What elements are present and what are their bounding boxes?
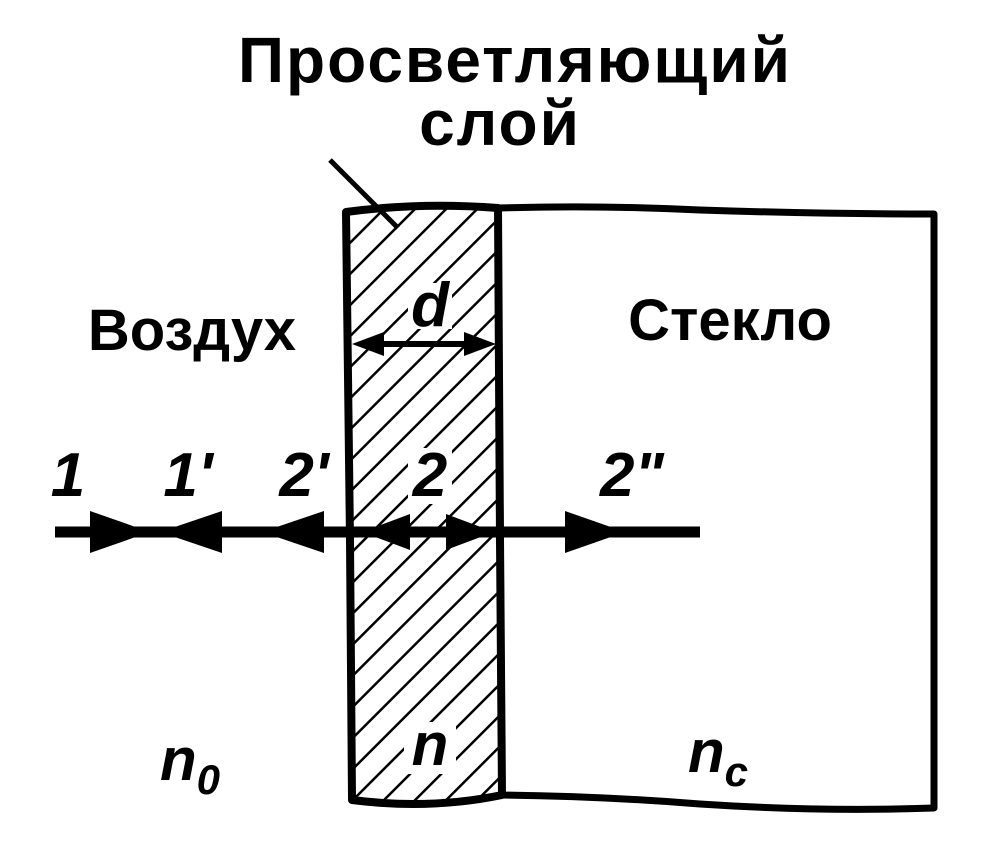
thickness-label-backdrop	[408, 283, 452, 329]
region-label-air: Воздух	[88, 298, 296, 363]
arrow-in-layer-left	[362, 514, 410, 550]
thickness-dimension-arrow	[352, 332, 496, 356]
thickness-label: d	[411, 271, 450, 340]
arrow-reflected-1prime	[160, 511, 222, 553]
title-line-1: Просветляющий	[238, 24, 792, 96]
ray-label-2prime: 2'	[278, 441, 330, 510]
arrow-transmitted-2dprime	[565, 511, 625, 553]
title-line-2: слой	[419, 87, 581, 159]
refractive-index-air: n0	[160, 726, 220, 803]
arrow-reflected-2prime	[262, 511, 324, 553]
region-label-glass: Стекло	[628, 288, 832, 353]
coating-outline	[342, 201, 506, 808]
refractive-index-layer: n	[412, 711, 449, 778]
ray-label-2doubleprime: 2"	[599, 441, 665, 510]
ray-label-2-backdrop	[408, 448, 452, 504]
ray-label-1: 1	[51, 441, 85, 510]
arrow-in-layer-right	[446, 514, 494, 550]
arrow-incident-1	[90, 511, 150, 553]
ray-label-1prime: 1'	[163, 441, 214, 510]
glass-block	[494, 203, 938, 813]
ray-label-2: 2	[412, 441, 447, 510]
refractive-index-layer-backdrop	[404, 722, 456, 774]
refractive-index-glass: nc	[688, 718, 748, 795]
